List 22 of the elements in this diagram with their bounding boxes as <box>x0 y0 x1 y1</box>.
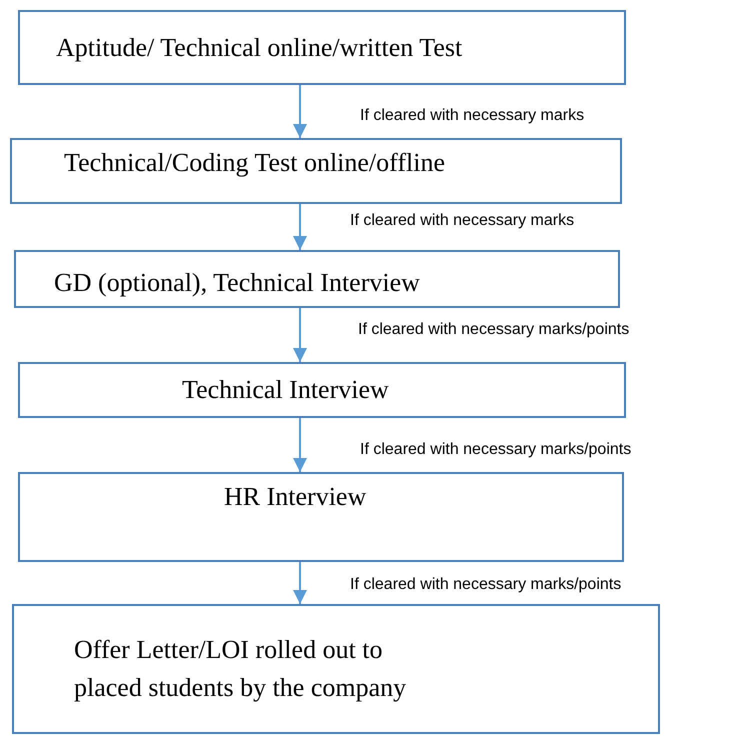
process-box <box>18 472 624 562</box>
arrow <box>293 204 307 250</box>
process-box <box>12 604 660 734</box>
edge-label: If cleared with necessary marks/points <box>350 575 622 595</box>
step-text: HR Interview <box>224 481 368 513</box>
step-text: Offer Letter/LOI rolled out to placed students by the company <box>74 634 408 704</box>
step-text: Technical Interview <box>182 374 390 406</box>
arrow <box>293 562 307 604</box>
step-text: Aptitude/ Technical online/written Test <box>56 32 464 64</box>
arrow <box>293 308 307 362</box>
process-box <box>18 362 626 418</box>
process-box <box>14 250 620 308</box>
edge-label: If cleared with necessary marks/points <box>358 320 630 340</box>
arrow <box>293 85 307 138</box>
arrow <box>293 418 307 472</box>
step-text: GD (optional), Technical Interview <box>54 267 421 299</box>
step-text: Technical/Coding Test online/offline <box>64 147 446 179</box>
edge-label: If cleared with necessary marks/points <box>360 440 632 460</box>
edge-label: If cleared with necessary marks <box>350 211 574 231</box>
process-box <box>10 138 622 204</box>
process-box <box>18 10 626 85</box>
edge-label: If cleared with necessary marks <box>360 106 584 126</box>
